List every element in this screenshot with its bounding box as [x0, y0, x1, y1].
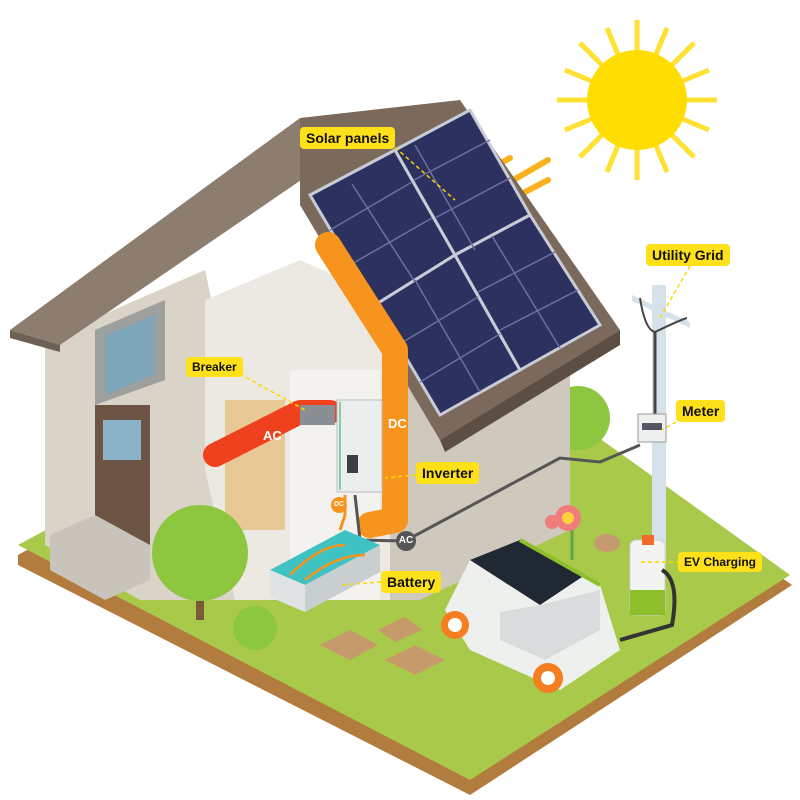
ev-charger — [619, 535, 677, 642]
rock — [594, 534, 620, 552]
leader-lines — [239, 142, 691, 586]
label-breaker: Breaker — [186, 357, 243, 377]
ac-grid-badge: AC — [396, 531, 416, 551]
label-battery: Battery — [381, 571, 442, 593]
label-utility-grid: Utility Grid — [646, 244, 730, 266]
label-ev-charging: EV Charging — [678, 552, 763, 572]
inverter-unit — [336, 399, 383, 493]
battery-bank — [270, 530, 380, 612]
electric-car — [441, 538, 620, 693]
grid-cable — [353, 443, 641, 543]
stepping-stones — [320, 617, 445, 675]
dc-battery-badge: DC — [331, 497, 347, 513]
ac-pipe-label: AC — [263, 428, 282, 443]
flower — [545, 505, 581, 560]
dc-pipe-label: DC — [388, 416, 407, 431]
sun-icon — [557, 20, 717, 180]
breaker-box — [300, 405, 335, 425]
tree — [152, 505, 277, 650]
dc-pipe — [315, 232, 408, 538]
label-meter: Meter — [676, 400, 726, 422]
utility-pole — [632, 285, 690, 565]
label-solar-panels: Solar panels — [300, 127, 396, 149]
label-inverter: Inverter — [416, 462, 480, 484]
